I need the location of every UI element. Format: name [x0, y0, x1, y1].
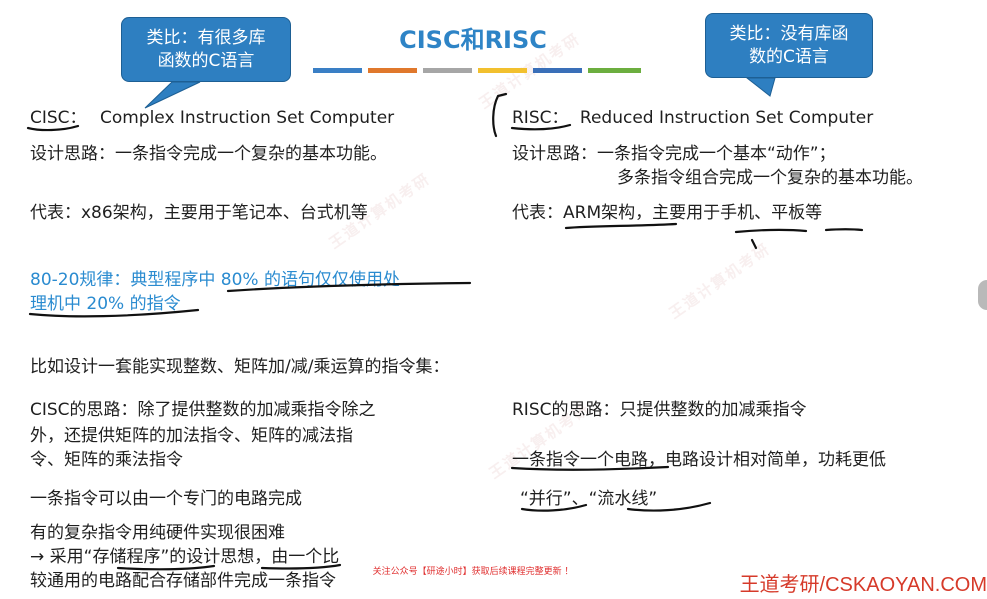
watermark: 王道计算机考研 [665, 239, 774, 323]
callout-bubble-left: 类比：有很多库 函数的C语言 [121, 17, 291, 82]
page-title: CISC和RISC [399, 26, 547, 54]
risc-design-idea-2: 多条指令组合完成一个复杂的基本功能。 [617, 168, 923, 188]
decor-bar [368, 68, 417, 73]
callout-text: 类比：有很多库 函数的C语言 [146, 27, 266, 71]
cisc-full-name: Complex Instruction Set Computer [99, 108, 395, 128]
callout-text: 类比：没有库函 数的C语言 [729, 23, 849, 67]
risc-representative: 代表：ARM架构，主要用于手机、平板等 [512, 203, 823, 223]
scrollbar-thumb[interactable] [978, 280, 987, 310]
cisc-approach-2: 外，还提供矩阵的加法指令、矩阵的减法指 [30, 426, 353, 446]
cisc-approach-7: 较通用的电路配合存储部件完成一条指令 [30, 571, 336, 591]
cisc-heading: CISC： Complex Instruction Set Computer [30, 106, 394, 130]
cisc-approach-6: → 采用“存储程序”的设计思想，由一个比 [30, 547, 340, 567]
decor-bar [588, 68, 641, 73]
risc-approach-3: “并行”、“流水线” [520, 489, 658, 509]
risc-design-idea-1: 设计思路：一条指令完成一个基本“动作”； [512, 144, 836, 164]
cisc-approach-4: 一条指令可以由一个专门的电路完成 [30, 489, 302, 509]
cisc-approach-5: 有的复杂指令用纯硬件实现很困难 [30, 523, 285, 543]
rule-80-20-line1: 80-20规律：典型程序中 80% 的语句仅仅使用处 [30, 270, 400, 290]
rule-80-20-line2: 理机中 20% 的指令 [30, 294, 181, 314]
brand-logo-text: 王道考研/CSKAOYAN.COM [739, 574, 987, 596]
callout-bubble-right: 类比：没有库函 数的C语言 [705, 13, 873, 78]
cisc-approach-1: CISC的思路：除了提供整数的加减乘指令除之 [30, 400, 376, 420]
decor-bar [478, 68, 527, 73]
cisc-approach-3: 令、矩阵的乘法指令 [30, 450, 183, 470]
decor-bar [533, 68, 582, 73]
risc-full-name: Reduced Instruction Set Computer [579, 108, 874, 128]
footer-note: 关注公众号【研途小时】获取后续课程完整更新 ！ [372, 567, 574, 577]
cisc-representative: 代表：x86架构，主要用于笔记本、台式机等 [30, 203, 368, 223]
cisc-design-idea: 设计思路：一条指令完成一个复杂的基本功能。 [30, 144, 387, 164]
ink-underline-tablet [824, 228, 864, 232]
example-intro: 比如设计一套能实现整数、矩阵加/减/乘运算的指令集： [30, 357, 450, 377]
ink-underline-phone [734, 228, 808, 234]
risc-approach-1: RISC的思路：只提供整数的加减乘指令 [512, 400, 807, 420]
decor-bar [423, 68, 472, 73]
cisc-abbr: CISC： [30, 108, 87, 128]
risc-heading: RISC： Reduced Instruction Set Computer [512, 106, 873, 130]
risc-approach-2: 一条指令一个电路，电路设计相对简单，功耗更低 [512, 450, 886, 470]
risc-abbr: RISC： [512, 108, 569, 128]
decor-bar [313, 68, 362, 73]
